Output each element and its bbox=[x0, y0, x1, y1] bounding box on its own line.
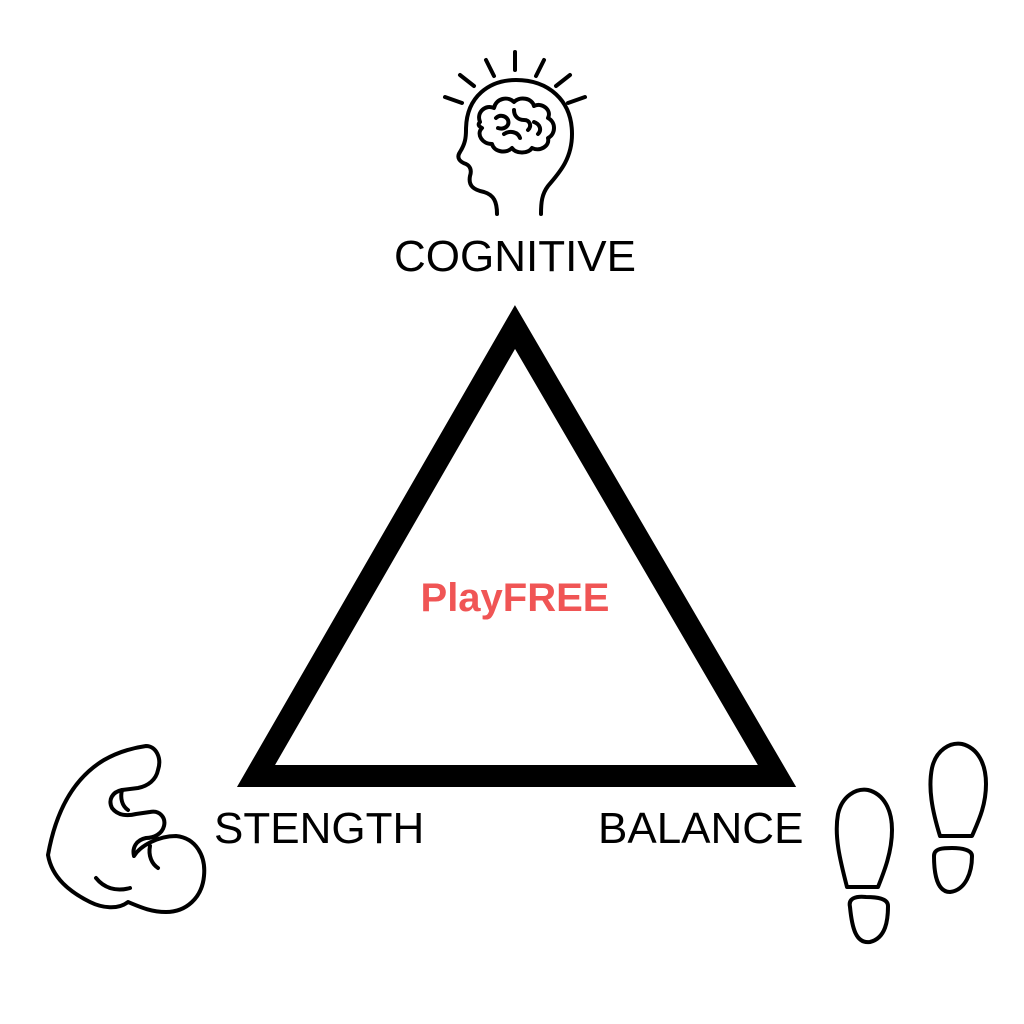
vertex-label-strength: STENGTH bbox=[214, 804, 424, 853]
head-brain-icon bbox=[443, 50, 587, 216]
triangle-outline bbox=[236, 305, 797, 787]
vertex-label-cognitive: COGNITIVE bbox=[394, 232, 636, 281]
center-label: PlayFREE bbox=[421, 576, 610, 620]
footprints-icon bbox=[834, 741, 988, 945]
flexed-arm-icon bbox=[46, 744, 207, 914]
vertex-label-balance: BALANCE bbox=[598, 804, 803, 853]
